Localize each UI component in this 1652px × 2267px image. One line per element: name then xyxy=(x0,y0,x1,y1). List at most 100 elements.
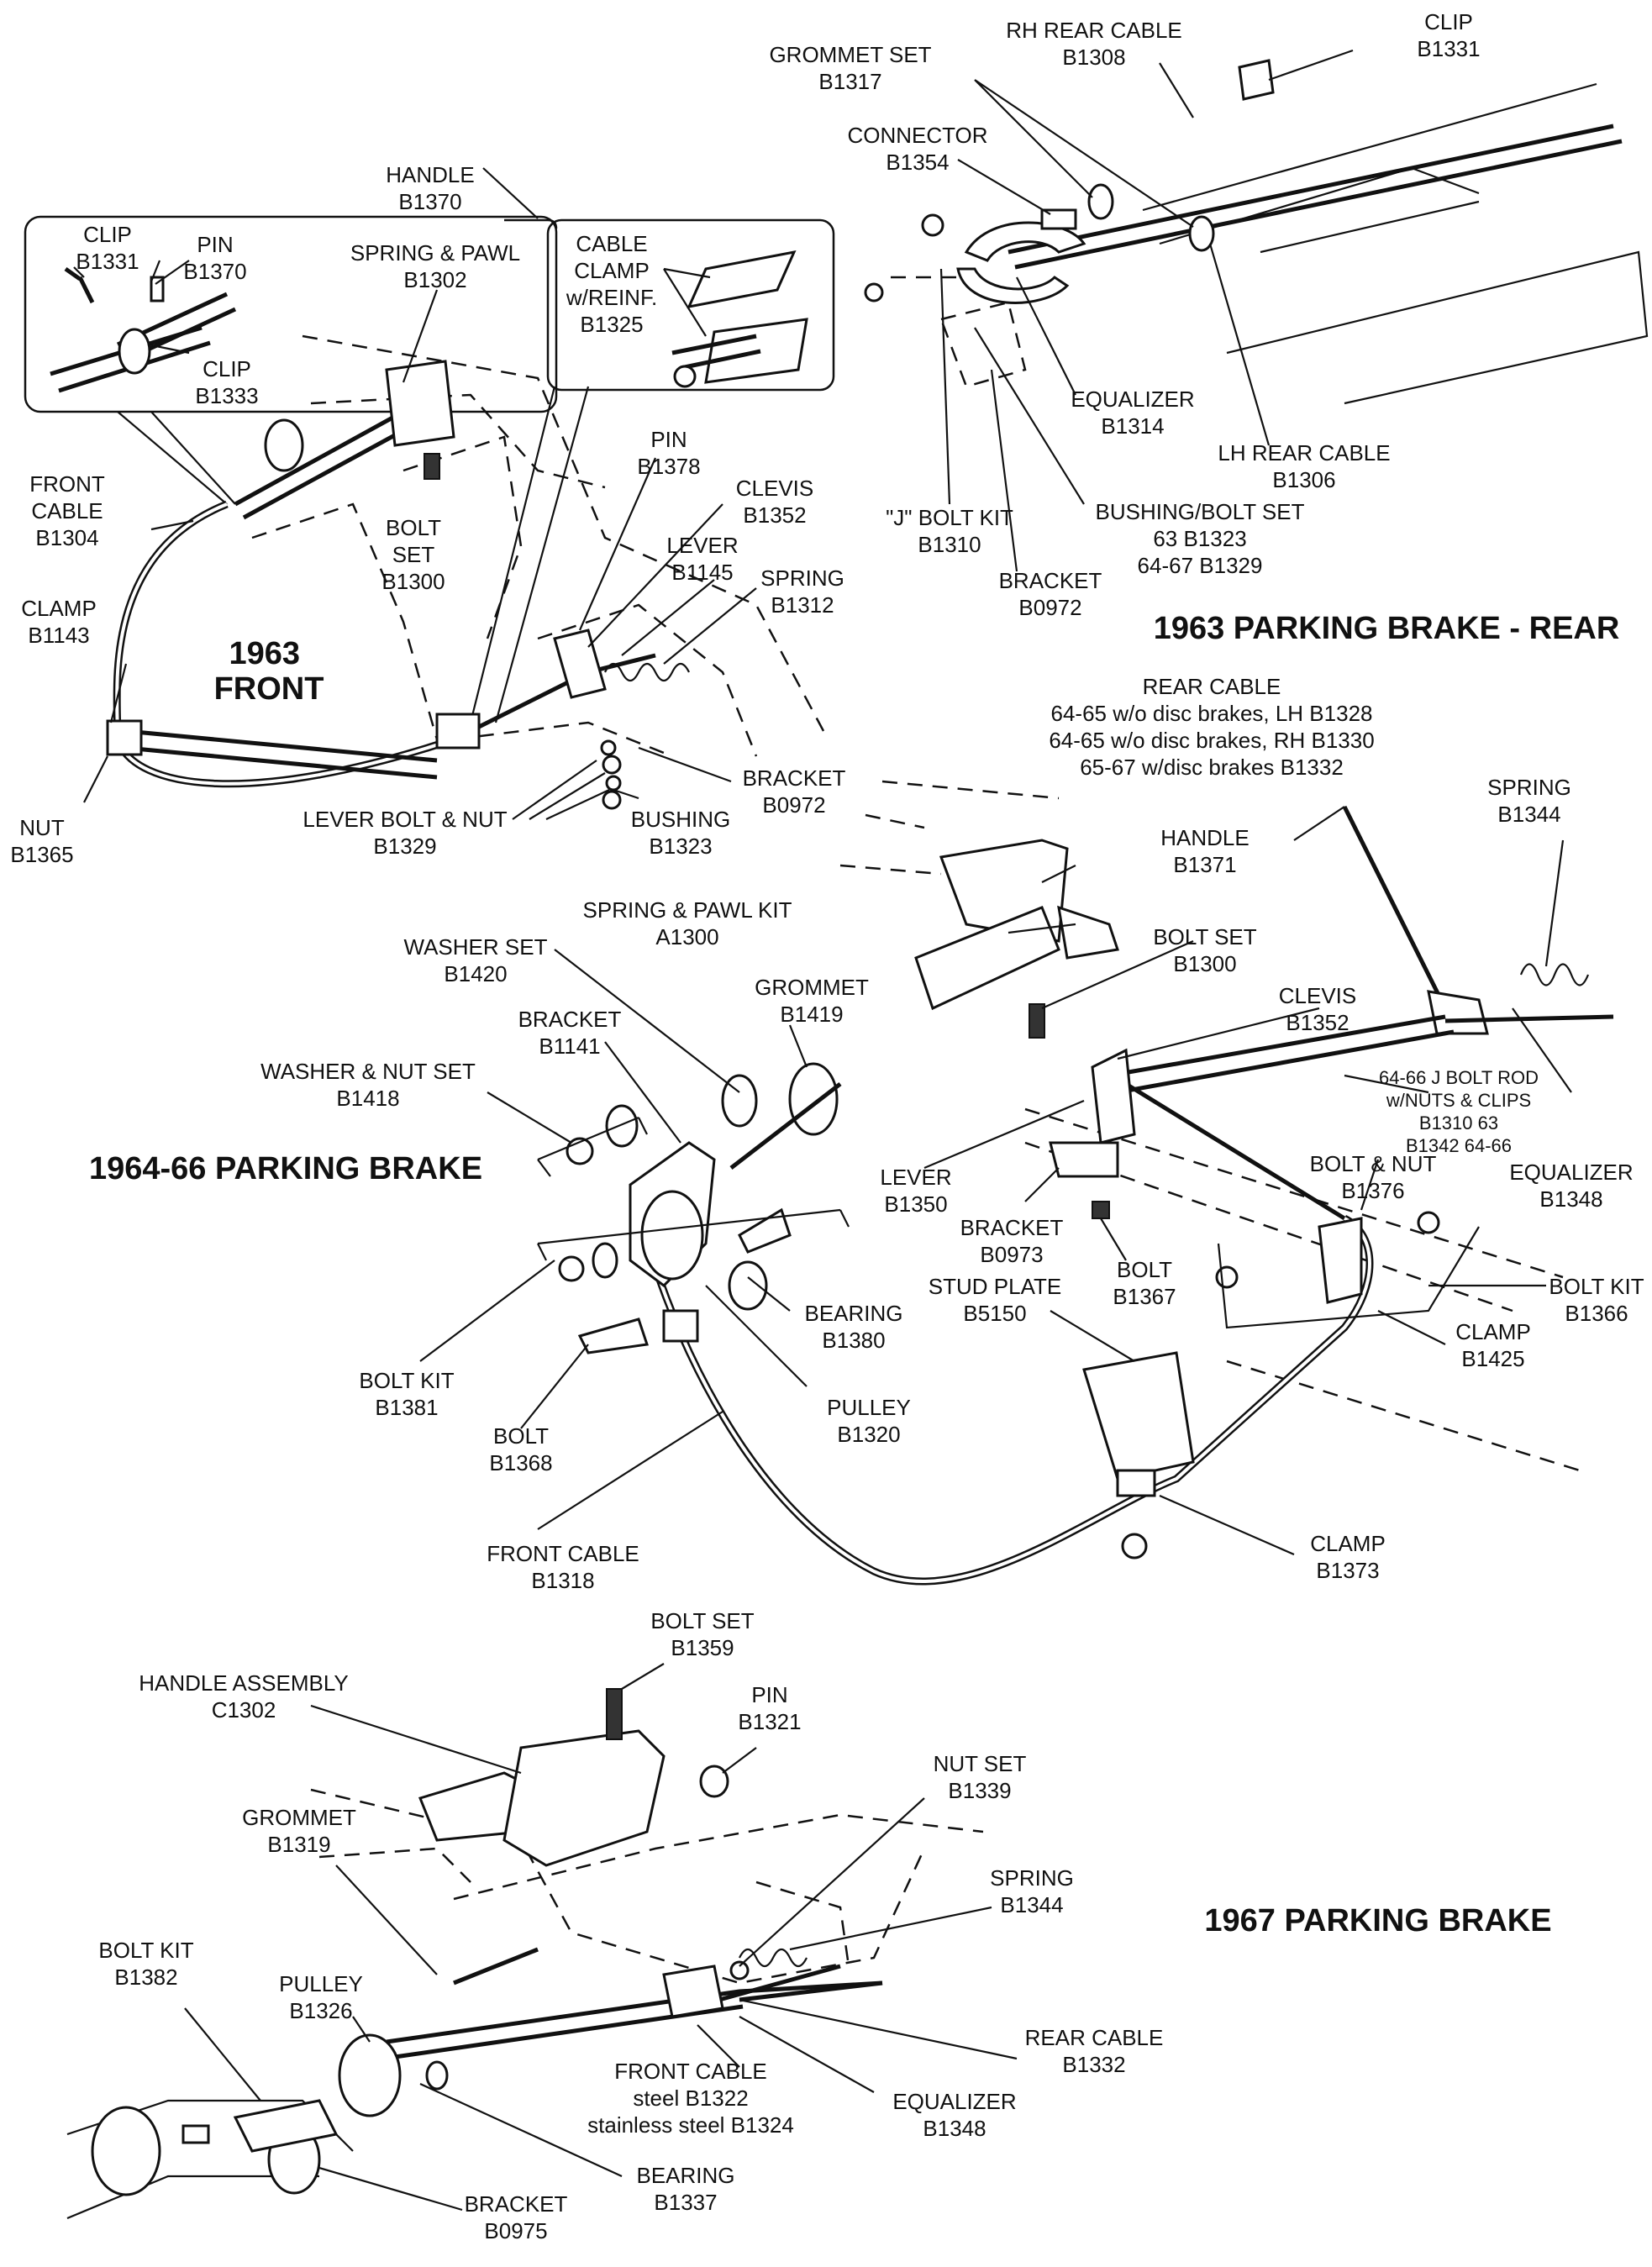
label-line: FRONT xyxy=(29,471,105,497)
label-line: BRACKET xyxy=(999,568,1102,593)
label-line: REAR CABLE xyxy=(1025,2025,1164,2050)
label-line: B1348 xyxy=(1539,1186,1602,1212)
label-line: CLEVIS xyxy=(736,476,814,501)
label-line: B1348 xyxy=(923,2116,986,2141)
label-line: BOLT KIT xyxy=(359,1368,454,1393)
label-line: BOLT xyxy=(493,1423,549,1449)
front-1963-artwork xyxy=(24,167,835,820)
label-line: WASHER & NUT SET xyxy=(260,1059,476,1084)
label-line: B1339 xyxy=(948,1778,1011,1803)
label-line: B1344 xyxy=(1000,1892,1063,1917)
label-line: CONNECTOR xyxy=(847,123,987,148)
label-line: B1332 xyxy=(1062,2052,1125,2077)
label-line: LH REAR CABLE xyxy=(1218,440,1390,465)
label-line: B1367 xyxy=(1113,1284,1176,1309)
label-line: 64-66 J BOLT ROD xyxy=(1379,1067,1539,1088)
label-line: B1370 xyxy=(398,189,461,214)
label-line: B1344 xyxy=(1497,802,1560,827)
label-line: CLIP xyxy=(83,222,132,247)
label-line: NUT xyxy=(19,815,65,840)
label-line: B0972 xyxy=(1018,595,1081,620)
label-line: BRACKET xyxy=(743,765,846,791)
label-line: 63 B1323 xyxy=(1153,526,1246,551)
label-line: B0975 xyxy=(484,2218,547,2243)
label-line: CABLE xyxy=(576,231,647,256)
label-line: B1333 xyxy=(195,383,258,408)
label-line: LEVER xyxy=(666,533,738,558)
label-line: NUT SET xyxy=(934,1751,1027,1776)
label-line: B1376 xyxy=(1341,1178,1404,1203)
label-line: B0972 xyxy=(762,792,825,818)
label-line: B1378 xyxy=(637,454,700,479)
label-line: FRONT CABLE xyxy=(487,1541,639,1566)
label-line: B1325 xyxy=(580,312,643,337)
label-line: SPRING xyxy=(1487,775,1571,800)
label-line: B1365 xyxy=(10,842,73,867)
label-line: B1371 xyxy=(1173,852,1236,877)
brake-1967-artwork xyxy=(66,1663,1018,2220)
label-line: 64-67 B1329 xyxy=(1138,553,1263,578)
label-line: B1420 xyxy=(444,961,507,986)
label-line: CABLE xyxy=(31,498,103,523)
label-line: LEVER BOLT & NUT xyxy=(303,807,507,832)
label-line: B1312 xyxy=(771,592,834,618)
label-line: B1143 xyxy=(28,623,89,648)
label-line: BOLT KIT xyxy=(1549,1274,1644,1299)
section-title-1964-66: 1964-66 PARKING BRAKE xyxy=(89,1151,482,1186)
label-line: B1302 xyxy=(403,267,466,292)
label-line: HANDLE xyxy=(386,162,474,187)
label-line: B1418 xyxy=(336,1086,399,1111)
label-line: B1342 64-66 xyxy=(1406,1135,1512,1156)
label-line: BRACKET xyxy=(518,1007,622,1032)
label-line: B1419 xyxy=(780,1002,843,1027)
label-line: B1366 xyxy=(1565,1301,1628,1326)
label-line: B1331 xyxy=(1417,36,1480,61)
label-line: BRACKET xyxy=(960,1215,1064,1240)
label-line: B1319 xyxy=(267,1832,330,1857)
label-line: w/REINF. xyxy=(566,285,657,310)
label-line: 64-65 w/o disc brakes, LH B1328 xyxy=(1051,701,1373,726)
label-line: B1304 xyxy=(35,525,98,550)
label-line: B1317 xyxy=(818,69,881,94)
brake-1964-66-artwork xyxy=(419,780,1614,1586)
label-line: SET xyxy=(392,542,435,567)
label-line: B1314 xyxy=(1101,413,1164,439)
label-line: BEARING xyxy=(636,2163,734,2188)
label-line: B0973 xyxy=(980,1242,1043,1267)
label-line: BOLT SET xyxy=(1153,924,1256,949)
label-line: GROMMET SET xyxy=(769,42,931,67)
label-line: GROMMET xyxy=(242,1805,356,1830)
label-line: B1380 xyxy=(822,1328,885,1353)
label-line: B1141 xyxy=(539,1034,600,1059)
label-line: B1350 xyxy=(884,1191,947,1217)
label-line: B1382 xyxy=(114,1965,177,1990)
